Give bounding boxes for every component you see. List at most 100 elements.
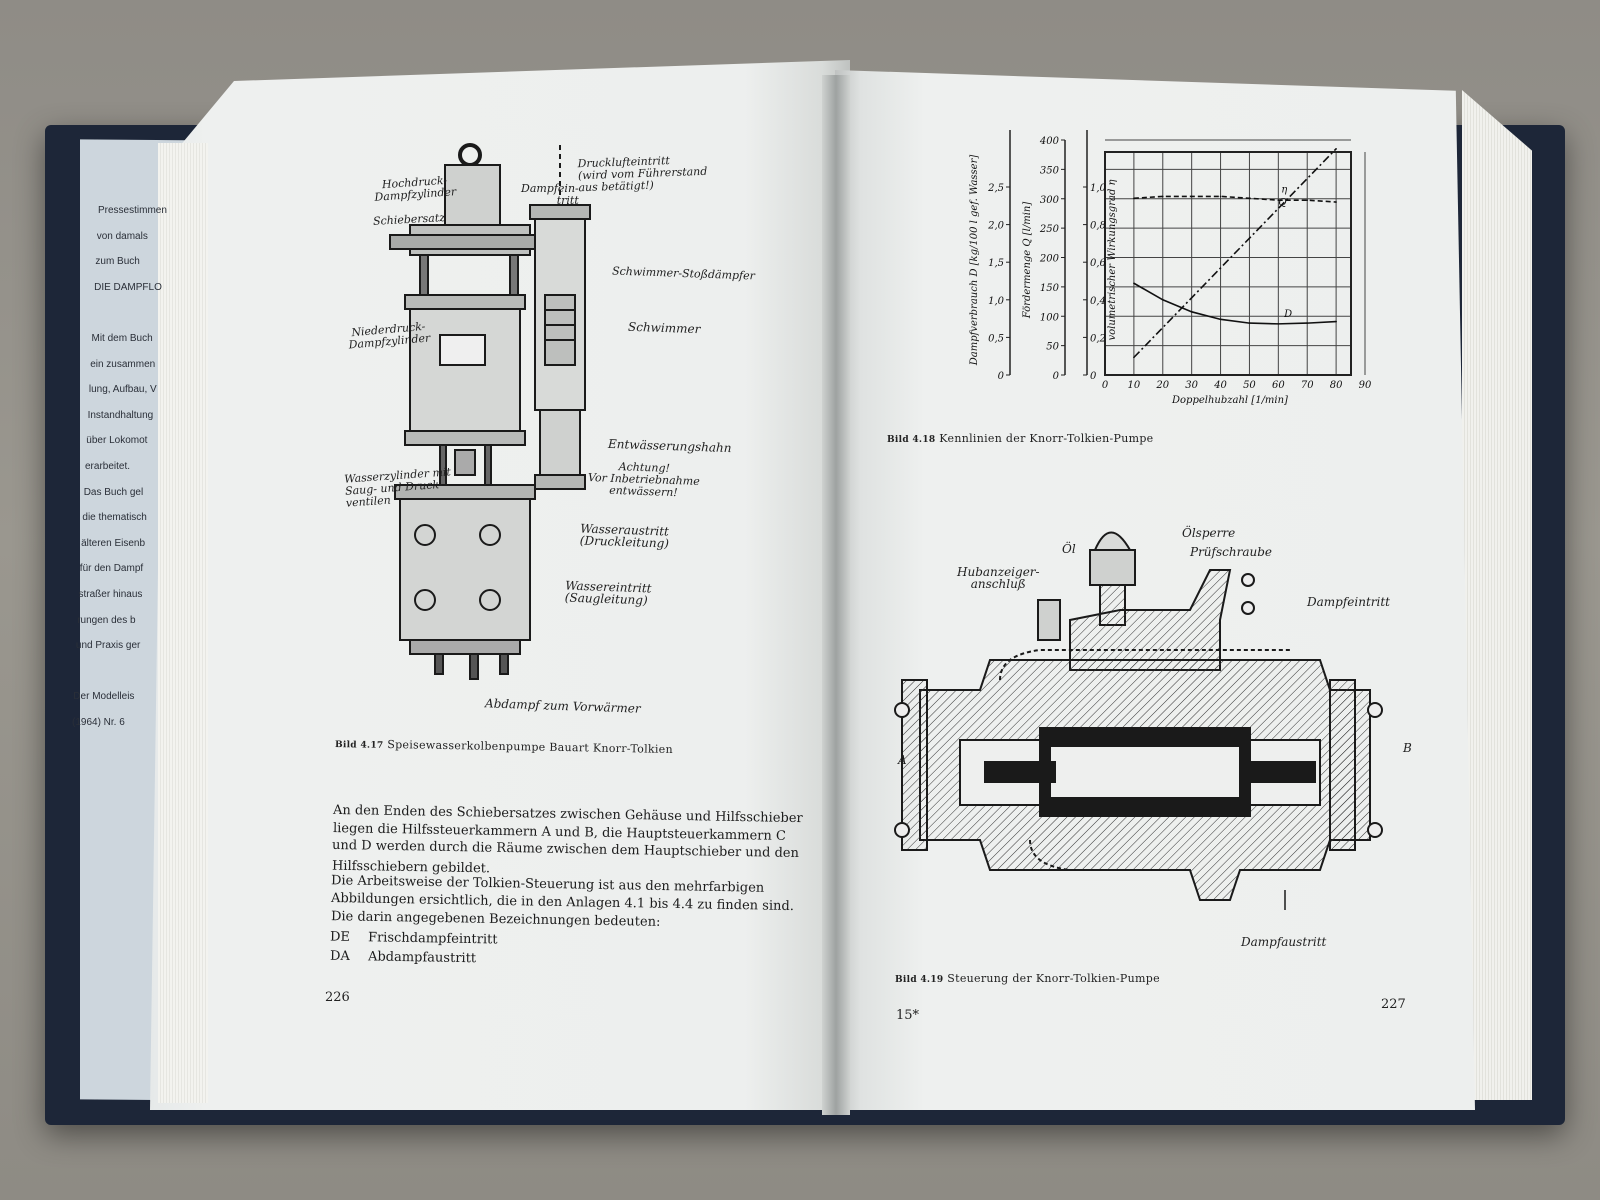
label-druckluft: Druckluftеintritt (wird vom Führerstand … [577,154,708,195]
tick-label-x: 90 [1359,380,1372,391]
data-point [1335,320,1337,323]
data-point [1248,322,1251,324]
right-page-stack [1462,90,1532,1100]
data-point [1161,299,1164,301]
characteristic-chart: 05010015020025030035040000,20,40,60,81,0… [969,130,1372,406]
sheet-line: von damals [96,230,148,242]
label-oel: Öl [1062,542,1076,556]
data-point [1277,323,1280,325]
sheet-line: (1964) Nr. 6 [72,717,125,728]
series-label: D [1283,309,1292,320]
tick-label-x: 40 [1213,380,1227,391]
tick-label-x: 0 [1102,380,1109,391]
data-point [1219,195,1222,198]
sheet-line: für den Dampf [79,563,144,575]
data-point [1190,195,1193,198]
label-dampfeintritt-right: Dampfeintritt [1307,595,1390,609]
sheet-line: und Praxis ger [75,640,141,652]
data-point [1219,318,1222,321]
tick-label-x: 70 [1301,380,1314,391]
tick-label-q: 150 [1040,283,1060,294]
tick-label-eta: 0 [1090,371,1097,382]
tick-label-q: 250 [1039,224,1060,235]
abbreviation-meaning: Abdampfaustritt [367,949,477,967]
tick-label-x: 80 [1330,380,1343,391]
tick-label-x: 50 [1243,380,1256,391]
data-point [1306,199,1309,201]
right-page [835,70,1475,1110]
series-label: η [1281,185,1287,196]
data-point [1335,148,1337,150]
tick-label-eta: 0,4 [1090,296,1106,307]
label-wasserzylinder: Wasserzylinder mit Saug- und Druck- vent… [343,465,452,510]
label-wassereintritt: Wassereintritt (Saugleitung) [564,578,652,608]
sheet-line: ein zusammen [90,358,156,370]
series-label: Q [1278,198,1286,209]
sheet-line: rungen des b [77,614,136,626]
series-line-D [1133,282,1337,325]
tick-label-q: 0 [1053,371,1060,382]
tick-label-x: 30 [1185,380,1198,391]
data-point [1133,197,1135,200]
data-point [1133,282,1135,285]
tick-label-q: 400 [1039,136,1060,147]
data-point [1248,197,1251,200]
abbreviation: DE [329,929,351,945]
tick-label-d: 2,0 [987,221,1005,232]
tick-label-q: 200 [1039,254,1060,265]
sheet-line: straßer hinaus [78,589,143,600]
abbreviation: DA [329,948,350,965]
sheet-line: älteren Eisenb [81,537,146,549]
data-point [1335,201,1337,203]
series-line-η [1133,195,1337,203]
y-axis-title: Fördermenge Q [l/min] [1022,202,1033,320]
valve-section-figure [894,531,1383,910]
data-point [1190,311,1193,313]
tick-label-d: 1,0 [988,296,1005,307]
sheet-line: erarbeitet. [85,461,131,472]
left-page-stack [158,143,208,1103]
data-point [1161,195,1164,198]
plot-frame [1104,151,1352,376]
tick-label-q: 300 [1040,195,1060,206]
tick-label-eta: 1,0 [1090,183,1107,194]
label-dampfeintritt: Dampfein- tritt [521,182,579,207]
book-gutter [822,75,850,1115]
label-achtung: Achtung! Vor Inbetriebnahme entwässern! [587,460,700,500]
tick-label-d: 0 [998,371,1005,382]
page-number-left: 226 [325,990,350,1005]
tick-label-eta: 0,2 [1090,333,1106,344]
pump-illustration [389,143,591,680]
sheet-line: zum Buch [95,256,140,268]
label-a: A [898,753,907,767]
sheet-line: lung, Aufbau, V [88,384,157,396]
label-wasseraustritt: Wasseraustritt (Druckleitung) [579,521,670,551]
figure-caption-text: Steuerung der Knorr-Tolkien-Pumpe [947,972,1160,985]
tick-label-x: 10 [1128,380,1141,391]
data-point [1277,199,1280,201]
sheet-line: Das Buch gel [83,486,144,498]
sheet-line: Pressestimmen [98,205,167,216]
caption-number: Bild 4.17 [334,740,384,751]
tick-label-q: 100 [1040,312,1060,323]
label-pruefschraube: Prüfschraube [1190,545,1272,559]
tick-label-d: 1,5 [988,258,1004,269]
y-axis-title: volumetrischer Wirkungsgrad η [1107,179,1118,340]
tick-label-d: 0,5 [988,333,1004,344]
figure-caption-number: Bild 4.19 [895,975,944,985]
data-point [1306,322,1309,324]
label-hubanzeiger: Hubanzeiger- anschluß [957,565,1040,591]
tick-label-eta: 0,8 [1090,221,1106,232]
sheet-line: die thematisch [82,512,147,524]
label-dampfaustritt: Dampfaustritt [1241,935,1327,949]
abbreviation-row: DE Frischdampfeintritt [330,929,498,949]
data-point [1133,356,1135,359]
sheet-mark: 15* [896,1008,920,1023]
sheet-line: über Lokomot [86,435,148,447]
sheet-line: Mit dem Buch [91,333,153,344]
abbreviation-meaning: Frischdampfeintritt [367,930,498,948]
tick-label-d: 2,5 [987,183,1004,194]
sheet-line: Der Modelleis [73,691,135,703]
abbreviation-row: DA Abdampfaustritt [330,948,476,968]
series-line-Q [1133,148,1337,358]
